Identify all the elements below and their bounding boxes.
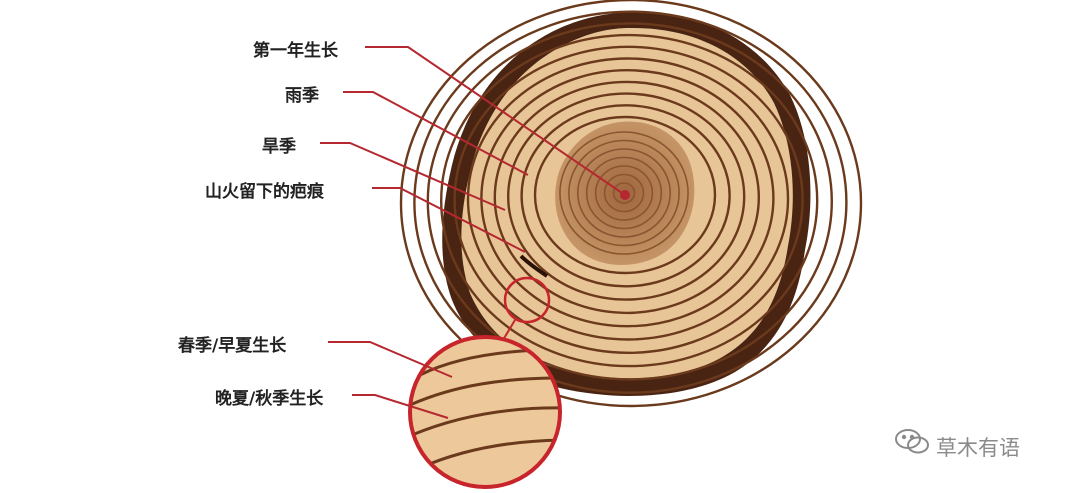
growth-ring: [507, 92, 746, 301]
growth-ring: [440, 33, 819, 368]
heartwood-ring: [559, 131, 689, 255]
fire-scar: [519, 254, 549, 278]
label-spring-growth: 春季/早夏生长: [178, 336, 287, 356]
heartwood-rings: [559, 131, 689, 255]
growth-rings: [399, 0, 863, 408]
leader-lines: [320, 46, 630, 419]
heartwood-ring: [568, 139, 680, 247]
leader-spring: [328, 341, 453, 378]
zoom-detail: [410, 337, 560, 487]
zoom-source-circle: [503, 276, 551, 324]
growth-ring: [520, 104, 731, 288]
label-fire-scar: 山火留下的疤痕: [205, 182, 324, 202]
zoom-circle-border: [408, 335, 562, 489]
zoom-connector: [502, 319, 516, 341]
watermark-text: 草木有语: [936, 436, 1020, 460]
leader-rainy: [343, 91, 529, 176]
label-first-year: 第一年生长: [253, 41, 338, 61]
heartwood-ring: [603, 173, 645, 213]
label-autumn-growth: 晚夏/秋季生长: [215, 389, 324, 409]
leader-dot-first-year: [620, 190, 630, 200]
heartwood-ring: [585, 156, 663, 230]
leader-autumn: [352, 394, 449, 419]
label-rainy-season: 雨季: [285, 86, 319, 106]
heartwood-ring: [612, 182, 636, 204]
growth-ring: [480, 68, 775, 328]
growth-ring: [466, 57, 790, 341]
wechat-icon: [895, 429, 929, 454]
leader-dry: [320, 142, 506, 211]
growth-ring: [493, 80, 760, 315]
growth-ring: [453, 45, 804, 355]
heartwood-ring: [594, 165, 654, 221]
leader-first-year: [365, 46, 626, 196]
heartwood-ring: [576, 148, 671, 238]
leader-fire-scar: [372, 187, 526, 253]
growth-ring: [533, 115, 717, 275]
label-dry-season: 旱季: [262, 137, 296, 157]
growth-ring: [413, 10, 848, 394]
growth-ring: [399, 0, 863, 408]
